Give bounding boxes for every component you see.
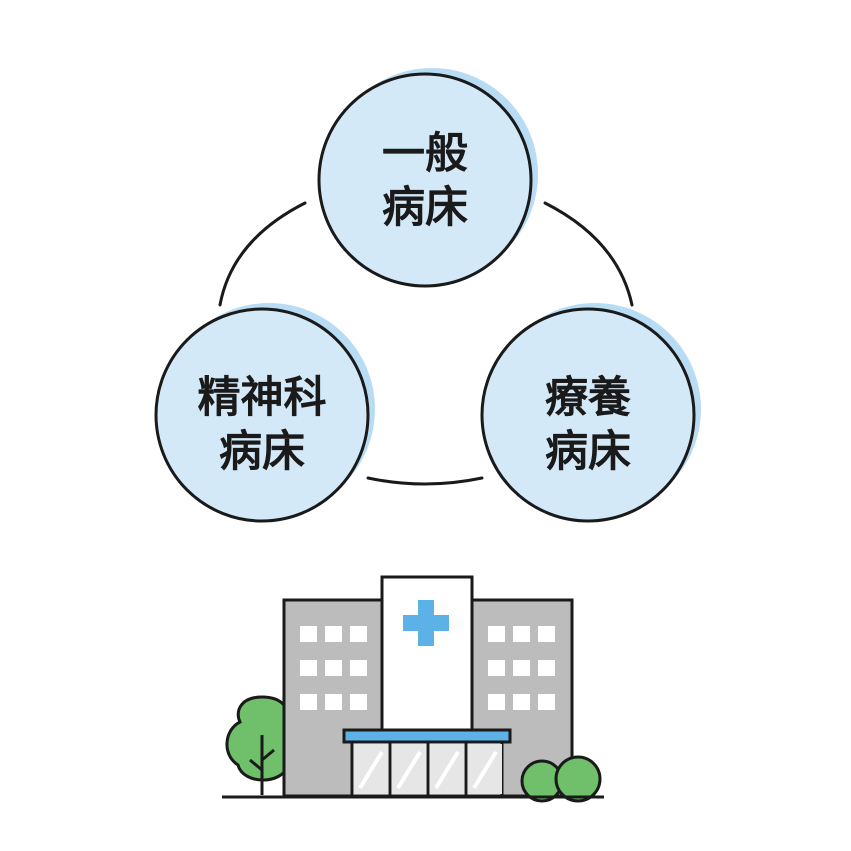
medical-cross-icon [403, 600, 449, 646]
window [350, 660, 367, 676]
node-psychiatric-beds: 精神科 病床 [154, 303, 375, 523]
node-circle [480, 307, 696, 523]
window [488, 660, 505, 676]
window [325, 694, 342, 710]
connector-arc-right [543, 201, 634, 307]
window [325, 626, 342, 642]
window [538, 694, 555, 710]
node-long-term-care-beds: 療養 病床 [480, 303, 701, 523]
entrance-glass-panels [354, 742, 502, 796]
connector-arc-left [218, 201, 307, 307]
window [513, 626, 530, 642]
glass-shine [472, 750, 498, 790]
window [538, 660, 555, 676]
node-label-line-2: 病床 [382, 183, 468, 233]
hospital-icon [222, 575, 604, 803]
tree-branch [261, 748, 275, 762]
window [300, 660, 317, 676]
right-windows [488, 626, 555, 710]
node-label-line-1: 療養 [545, 373, 631, 423]
window [350, 694, 367, 710]
entrance-canopy [342, 728, 512, 744]
node-circle [154, 307, 370, 523]
window [488, 626, 505, 642]
node-general-beds: 一般 病床 [317, 68, 538, 288]
left-windows [300, 626, 367, 710]
window [513, 694, 530, 710]
window [350, 626, 367, 642]
glass-shine [358, 750, 384, 790]
bush-icon [520, 755, 602, 803]
window [488, 694, 505, 710]
glass-shine [434, 750, 460, 790]
window [325, 660, 342, 676]
node-label-line-1: 精神科 [198, 373, 327, 423]
window [300, 626, 317, 642]
node-label-line-1: 一般 [382, 129, 468, 179]
node-label-line-2: 病床 [545, 427, 631, 477]
window [538, 626, 555, 642]
window [513, 660, 530, 676]
bush-right [554, 755, 602, 803]
glass-shine [396, 750, 422, 790]
node-label-line-2: 病床 [219, 427, 305, 477]
cross-horizontal [403, 615, 449, 631]
tree-icon [225, 695, 290, 795]
node-circle [317, 72, 533, 288]
tree-branch [249, 758, 263, 772]
window [300, 694, 317, 710]
connector-arc-bottom [366, 476, 484, 486]
building-tower [380, 575, 474, 734]
